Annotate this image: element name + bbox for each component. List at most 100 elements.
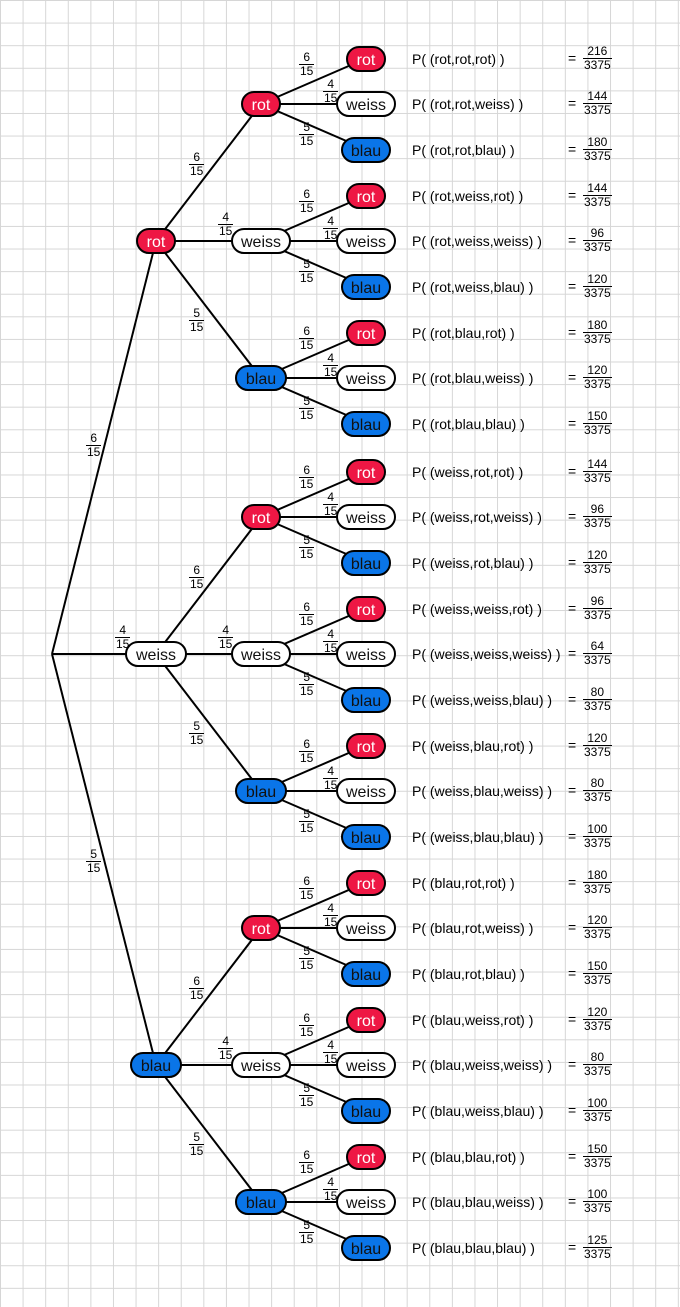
- leaf-node-weiss: weiss: [336, 1189, 396, 1215]
- equals-sign: =: [568, 1056, 577, 1072]
- numerator: 150: [587, 408, 608, 423]
- denominator: 3375: [583, 57, 612, 72]
- outcome-label: P( (rot,weiss,weiss) ): [412, 233, 542, 249]
- outcome-label: P( (blau,rot,rot) ): [412, 874, 515, 891]
- leaf-node-weiss: weiss: [336, 91, 396, 117]
- denominator: 15: [323, 365, 339, 379]
- denominator: 3375: [583, 972, 612, 987]
- equals-sign: =: [568, 827, 577, 844]
- equals-sign: =: [568, 1238, 577, 1255]
- branch-l2: [155, 653, 262, 792]
- numerator: 5: [303, 670, 311, 684]
- leaf-node-weiss: weiss: [336, 365, 396, 391]
- denominator: 15: [299, 547, 315, 561]
- outcome-label: P( (blau,blau,weiss) ): [412, 1194, 544, 1210]
- denominator: 3375: [583, 285, 612, 300]
- numerator: 144: [587, 456, 608, 471]
- branch-l2: [155, 103, 262, 242]
- branch-root-blau: [51, 653, 157, 1066]
- numerator: 100: [587, 1187, 608, 1201]
- numerator: 80: [590, 1050, 605, 1064]
- denominator: 3375: [583, 607, 612, 622]
- outcome-label: P( (weiss,rot,rot) ): [412, 463, 524, 480]
- numerator: 4: [327, 351, 335, 365]
- denominator: 3375: [583, 1246, 612, 1261]
- denominator: 3375: [583, 331, 612, 346]
- outcome-label: P( (blau,rot,weiss) ): [412, 920, 534, 936]
- denominator: 15: [189, 320, 205, 334]
- numerator: 180: [587, 134, 608, 149]
- outcome-label: P( (blau,weiss,blau) ): [412, 1102, 544, 1119]
- denominator: 3375: [583, 1155, 612, 1170]
- node-l2-rot: rot: [241, 504, 281, 530]
- numerator: 4: [222, 623, 230, 637]
- leaf-node-rot: rot: [346, 182, 386, 209]
- outcome-label: P( (weiss,blau,weiss) ): [412, 783, 553, 799]
- outcome-label: P( (rot,rot,rot) ): [412, 50, 505, 67]
- denominator: 3375: [583, 103, 612, 117]
- numerator: 6: [303, 874, 311, 888]
- branch-l2: [155, 927, 262, 1066]
- denominator: 3375: [583, 653, 612, 667]
- denominator: 15: [299, 64, 315, 78]
- leaf-node-rot: rot: [346, 1143, 386, 1170]
- denominator: 15: [323, 228, 339, 242]
- numerator: 6: [303, 737, 311, 751]
- numerator: 5: [303, 944, 311, 958]
- equals-sign: =: [568, 140, 577, 157]
- node-l2-weiss: weiss: [231, 641, 291, 667]
- denominator: 3375: [583, 1201, 612, 1215]
- numerator: 150: [587, 958, 608, 973]
- numerator: 4: [327, 901, 335, 915]
- equals-sign: =: [568, 873, 577, 890]
- equals-sign: =: [568, 964, 577, 981]
- denominator: 3375: [583, 422, 612, 437]
- numerator: 144: [587, 89, 608, 103]
- numerator: 120: [587, 363, 608, 377]
- equals-sign: =: [568, 1193, 577, 1209]
- denominator: 15: [189, 988, 205, 1002]
- denominator: 15: [218, 637, 234, 651]
- outcome-label: P( (blau,blau,rot) ): [412, 1148, 525, 1165]
- numerator: 5: [303, 1218, 311, 1232]
- denominator: 15: [299, 888, 315, 902]
- leaf-node-blau: blau: [341, 686, 391, 713]
- denominator: 15: [299, 477, 315, 491]
- denominator: 3375: [583, 1109, 612, 1124]
- numerator: 6: [193, 150, 201, 164]
- denominator: 15: [323, 915, 339, 929]
- outcome-label: P( (rot,blau,rot) ): [412, 324, 515, 341]
- leaf-node-weiss: weiss: [336, 641, 396, 667]
- denominator: 15: [299, 1025, 315, 1039]
- leaf-node-weiss: weiss: [336, 778, 396, 804]
- numerator: 120: [587, 271, 608, 286]
- leaf-node-blau: blau: [341, 1234, 391, 1261]
- denominator: 15: [299, 1095, 315, 1109]
- numerator: 6: [303, 1148, 311, 1162]
- numerator: 150: [587, 1141, 608, 1156]
